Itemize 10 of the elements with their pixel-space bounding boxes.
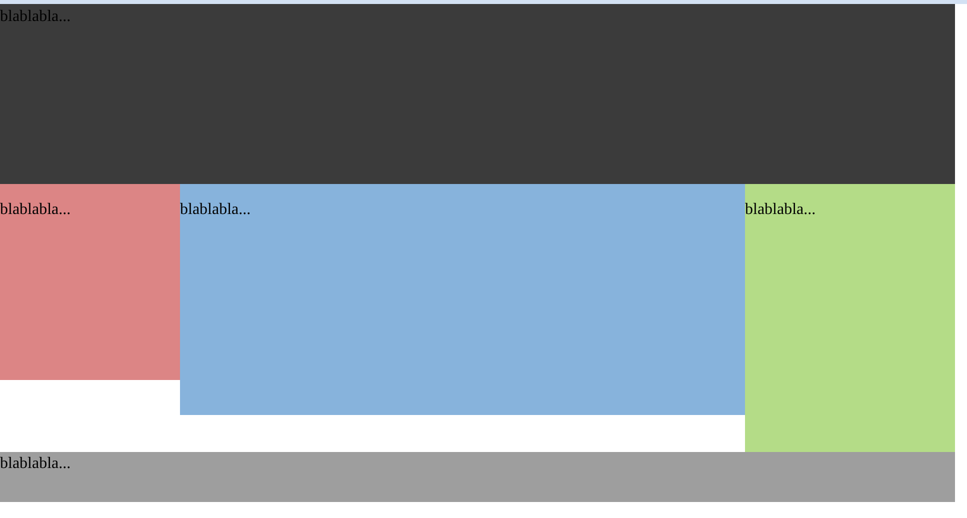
placeholder-text: blablabla...: [180, 200, 251, 219]
footer-panel: [0, 452, 955, 502]
placeholder-text: blablabla...: [745, 200, 816, 219]
sidebar-panel: [745, 184, 955, 452]
placeholder-text: blablabla...: [0, 454, 71, 473]
header-panel: [0, 4, 955, 184]
placeholder-text: blablabla...: [0, 200, 71, 219]
placeholder-text: blablabla...: [0, 7, 71, 26]
sidebar-panel: [0, 184, 180, 380]
content-panel: [180, 184, 745, 415]
